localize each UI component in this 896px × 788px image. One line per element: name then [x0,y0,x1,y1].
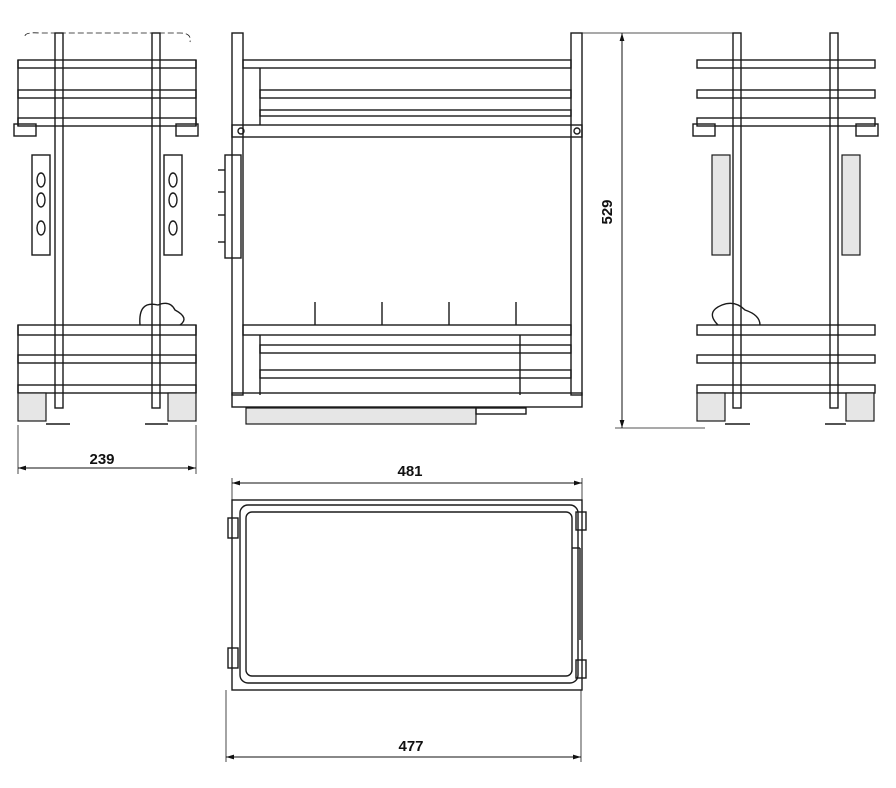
dimension-239: 239 [17,425,197,474]
dim-label-477: 477 [398,738,423,755]
dim-label-529: 529 [599,199,616,224]
front-view [218,32,583,425]
left-side-view [13,32,199,425]
right-side-view [692,32,879,425]
top-view [227,499,587,691]
dim-label-239: 239 [89,451,114,468]
dimension-477: 477 [225,690,582,762]
dimension-481: 481 [231,463,583,500]
dimension-529: 529 [582,32,740,429]
dim-label-481: 481 [397,463,422,480]
